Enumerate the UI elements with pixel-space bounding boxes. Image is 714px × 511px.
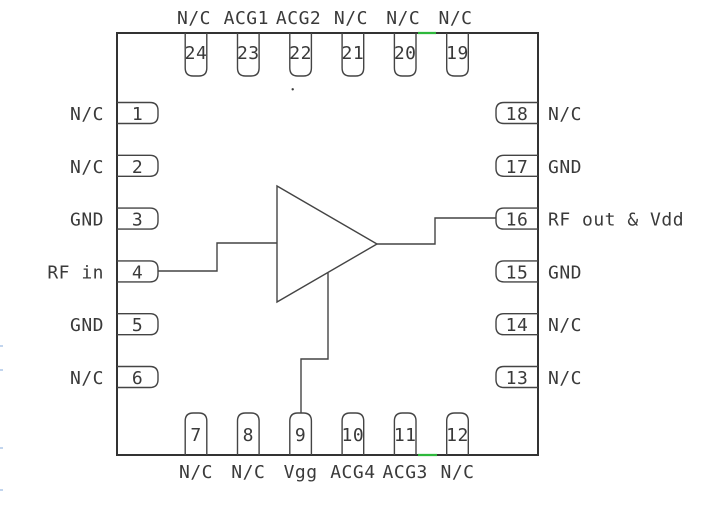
pin-13-number: 13	[506, 368, 529, 389]
pin-2-box	[117, 154, 159, 177]
pin-21-number: 21	[342, 43, 365, 64]
pin-12-number: 12	[446, 425, 469, 446]
pin-23-number: 23	[237, 43, 260, 64]
pin-12-box	[446, 412, 469, 455]
pin-7-box	[184, 412, 208, 455]
pin-12-label: N/C	[440, 462, 474, 483]
pin-11-label: ACG3	[383, 462, 428, 483]
pin-3-box	[117, 207, 159, 230]
pin-5-number: 5	[132, 315, 143, 336]
pin-21-label: N/C	[334, 8, 368, 29]
pin-20-number: 20	[394, 43, 417, 64]
pin-24-number: 24	[185, 43, 208, 64]
pin-19-number: 19	[446, 43, 469, 64]
pin-8-label: N/C	[231, 462, 265, 483]
pin-5-label: GND	[70, 315, 104, 336]
pin-24-box	[184, 33, 208, 77]
pin-22-number: 22	[289, 43, 312, 64]
stray-dot	[291, 88, 294, 91]
pin-11-box	[393, 412, 417, 455]
pin-15-label: GND	[548, 262, 582, 283]
pin-20-box	[393, 33, 417, 77]
pin-18-box	[495, 101, 538, 125]
pin-21-box	[341, 33, 365, 77]
pin-19-label: N/C	[438, 8, 472, 29]
pin-24-label: N/C	[177, 8, 211, 29]
pin-8-box	[236, 412, 260, 455]
pin-15-number: 15	[506, 262, 529, 283]
pin-17-label: GND	[548, 157, 582, 178]
edge-artifact-2	[0, 369, 3, 371]
wire-vgg	[300, 273, 329, 413]
pin-7-label: N/C	[179, 462, 213, 483]
pin-17-number: 17	[506, 157, 529, 178]
pin-17-box	[495, 154, 538, 177]
pin-9-number: 9	[295, 425, 306, 446]
pin-1-number: 1	[132, 104, 143, 125]
pin-22-box	[289, 33, 313, 77]
pin-5-box	[117, 313, 159, 336]
pin-7-number: 7	[190, 425, 201, 446]
pin-14-number: 14	[506, 315, 529, 336]
pin-4-label: RF in	[47, 262, 104, 283]
pin-9-label: Vgg	[284, 462, 318, 483]
chip-body-outline	[116, 32, 539, 456]
pin-10-box	[341, 412, 365, 455]
amplifier-triangle-icon	[276, 184, 379, 304]
pin-13-label: N/C	[548, 368, 582, 389]
pin-11-number: 11	[394, 425, 417, 446]
pin-6-number: 6	[132, 368, 143, 389]
pin-6-label: N/C	[70, 368, 104, 389]
pin-22-label: ACG2	[276, 8, 321, 29]
pin-19-box	[446, 33, 469, 77]
pin-8-number: 8	[243, 425, 254, 446]
pin-15-box	[495, 260, 538, 283]
pin-18-label: N/C	[548, 104, 582, 125]
pin-3-label: GND	[70, 210, 104, 231]
pin-23-label: ACG1	[224, 8, 269, 29]
pin-2-label: N/C	[70, 157, 104, 178]
edge-artifact-4	[0, 489, 3, 491]
pin-20-label: N/C	[386, 8, 420, 29]
pin-4-number: 4	[132, 262, 143, 283]
wire-rf-out	[377, 217, 496, 245]
pin-10-label: ACG4	[330, 462, 375, 483]
pin-18-number: 18	[506, 104, 529, 125]
pin-6-box	[117, 365, 159, 389]
pin-16-label: RF out & Vdd	[548, 210, 684, 231]
pin-10-number: 10	[342, 425, 365, 446]
wire-rf-in	[158, 242, 277, 272]
pin-14-box	[495, 313, 538, 336]
pin-1-box	[117, 101, 159, 125]
pin-3-number: 3	[132, 210, 143, 231]
pin-1-label: N/C	[70, 104, 104, 125]
pin-23-box	[236, 33, 260, 77]
edge-artifact-1	[0, 345, 3, 347]
pin-2-number: 2	[132, 157, 143, 178]
pin-14-label: N/C	[548, 315, 582, 336]
pin-13-box	[495, 365, 538, 389]
pin-16-number: 16	[506, 210, 529, 231]
edge-artifact-3	[0, 447, 3, 449]
